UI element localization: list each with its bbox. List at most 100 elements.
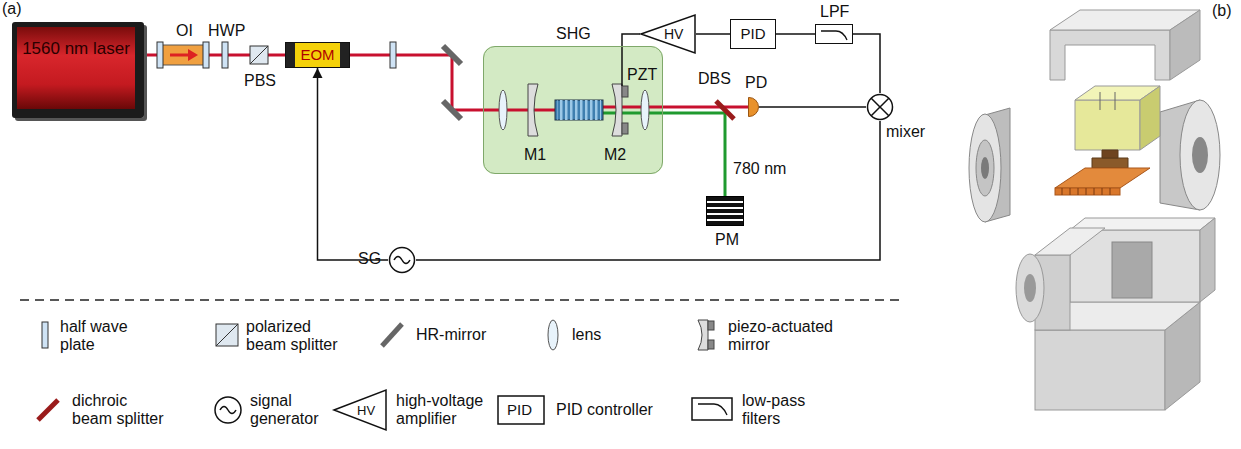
node-label: SG — [358, 250, 381, 268]
mixer-symbol — [871, 98, 889, 116]
beam-splitter-cube — [250, 46, 268, 64]
crystal-holder — [1092, 150, 1128, 168]
laser-beam — [663, 106, 748, 109]
photodiode: PD — [748, 97, 759, 117]
nonlinear-crystal — [555, 100, 603, 120]
signal-generator — [388, 246, 416, 274]
lens — [499, 90, 507, 130]
beam-splitter-cube — [250, 46, 268, 64]
mixer-symbol: mixer — [866, 93, 894, 121]
legend-text: PID controller — [556, 401, 676, 419]
legend-symbols — [698, 404, 727, 415]
cavity-beam — [603, 112, 663, 115]
legend-symbols — [498, 396, 544, 424]
signal-wire — [776, 33, 815, 35]
legend-text: polarized beam splitter — [246, 318, 350, 354]
piezo-wire — [622, 46, 623, 86]
part-label: M1 — [524, 146, 546, 164]
hv-amplifier: HV — [640, 14, 696, 54]
part-label: HWP — [208, 22, 245, 40]
cavity-mirror — [528, 84, 538, 136]
signal-wire — [759, 106, 866, 108]
half-wave-plate — [390, 42, 396, 68]
legend-text: HR-mirror — [416, 326, 516, 344]
piezo-mirror — [622, 86, 628, 97]
part-label: DBS — [698, 70, 731, 88]
base-block — [1035, 330, 1165, 410]
legend-text: high-voltage amplifier — [396, 392, 500, 428]
legend-text: signal generator — [250, 392, 334, 428]
right-mount — [1192, 137, 1208, 173]
hv-amplifier — [641, 15, 695, 53]
legend-symbols — [708, 340, 714, 349]
node-label: EOM — [300, 46, 334, 64]
laser-beam — [663, 107, 748, 108]
eom-box: EOM — [285, 42, 350, 68]
signal-wire — [776, 34, 815, 35]
exploded-view — [969, 10, 1220, 410]
heater-plate — [1086, 188, 1087, 195]
low-pass-filter — [816, 25, 854, 45]
signal-wire — [696, 34, 730, 35]
heater-plate — [1055, 168, 1150, 188]
part-label: OI — [176, 22, 193, 40]
base-block — [1070, 230, 1200, 302]
arrow-head — [313, 68, 323, 78]
legend-symbols — [708, 321, 714, 330]
part-label: M2 — [604, 146, 626, 164]
piezo-mirror — [622, 123, 628, 134]
pid-controller: PID — [730, 19, 776, 49]
green-beam — [663, 113, 725, 196]
legend-symbols — [548, 320, 558, 350]
divider-line — [20, 300, 905, 301]
heater-plate — [1062, 188, 1063, 195]
base-block — [1200, 218, 1215, 302]
optical-isolator — [160, 45, 206, 65]
base-block — [1016, 254, 1044, 322]
symbol-label: HV — [357, 402, 375, 420]
node-label: LPF — [820, 3, 849, 21]
node-label: PID — [740, 25, 765, 43]
shg-cavity: SHG — [483, 46, 663, 174]
piezo-wire — [621, 46, 623, 86]
dichroic-beam-splitter — [716, 101, 734, 119]
part-label: PZT — [627, 66, 657, 84]
legend-symbols — [334, 390, 386, 430]
oven-block — [1100, 92, 1101, 110]
laser-source: 1560 nm laser — [12, 22, 144, 118]
heater-plate — [1070, 188, 1071, 195]
legend-text: half wave plate — [60, 318, 144, 354]
legend-symbols — [42, 322, 48, 348]
legend-text: dichroic beam splitter — [72, 392, 170, 428]
laser-beam — [350, 55, 483, 110]
symbol-label: PID — [507, 401, 532, 419]
crystal-holder — [1102, 150, 1118, 158]
mixer-symbol — [866, 93, 894, 121]
signal-wire — [696, 33, 730, 35]
half-wave-plate — [222, 42, 228, 68]
legend-text: low-pass filters — [742, 392, 826, 428]
divider-line — [20, 299, 905, 301]
optical-isolator — [157, 42, 209, 68]
node-label: 1560 nm laser — [22, 39, 130, 59]
panel-label: (b) — [1212, 2, 1232, 20]
low-pass-filter: LPF — [815, 24, 853, 44]
node-label: PM — [715, 231, 739, 249]
signal-wire — [759, 107, 866, 108]
legend-symbols — [215, 397, 241, 423]
signal-generator: SG — [388, 246, 416, 274]
node-label: PD — [745, 74, 767, 92]
node-label: mixer — [886, 123, 925, 141]
optical-isolator — [203, 42, 209, 68]
half-wave-plate — [222, 42, 228, 68]
cavity-beam — [603, 106, 663, 109]
top-bracket — [1050, 10, 1200, 80]
green-beam — [663, 113, 725, 196]
power-meter: PM — [706, 196, 744, 226]
low-pass-filter — [821, 31, 847, 40]
top-bracket — [1170, 10, 1200, 80]
legend-text: lens — [572, 326, 632, 344]
left-mount — [976, 140, 994, 196]
legend-symbols — [382, 324, 402, 346]
